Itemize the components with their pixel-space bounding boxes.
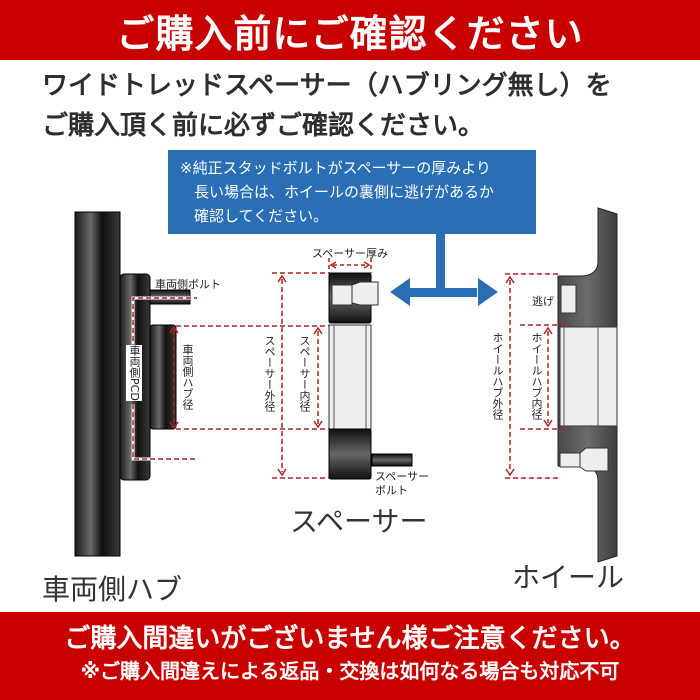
vehicle-bolt-label: 車両側ボルト <box>155 278 221 291</box>
notice-line-2: 長い場合は、ホイールの裏側に逃げがあるか <box>194 183 495 201</box>
spacer-title: スペーサー <box>290 505 428 538</box>
footer-line-2: ※ご購入間違えによる返品・交換は如何なる場合も対応不可 <box>80 659 620 683</box>
spacer-thickness-label: スペーサー厚み <box>312 247 389 260</box>
spacer-bolt-label: スペーサー ボルト <box>375 470 429 498</box>
spacer-graphic <box>328 272 413 480</box>
wheel-clearance-label: 逃げ <box>532 295 554 308</box>
vehicle-hub-diameter-label: 車両側ハブ径 <box>181 344 194 410</box>
spacer-bolt-label-line1: スペーサー <box>375 470 430 483</box>
footer-banner: ご購入間違いがございません様ご注意ください。 ※ご購入間違えによる返品・交換は如… <box>0 612 700 700</box>
header-banner: ご購入前にご確認ください <box>0 0 700 60</box>
wheel-title: ホイール <box>512 561 625 594</box>
notice-box: ※純正スタッドボルトがスペーサーの厚みより 長い場合は、ホイールの裏側に逃げがあ… <box>168 150 536 234</box>
intro-text: ワイドトレッドスペーサー（ハブリング無し）を ご購入頂く前に必ずご確認ください。 <box>42 66 612 146</box>
wheel-hub-inner-label: ホイールハブ内径 <box>530 332 543 420</box>
vehicle-pcd-label: 車両側PCD <box>126 345 142 401</box>
spacer-bolt-label-line2: ボルト <box>375 484 408 497</box>
blue-double-arrow <box>390 234 498 306</box>
intro-line-2: ご購入頂く前に必ずご確認ください。 <box>42 111 485 141</box>
header-title: ご購入前にご確認ください <box>116 11 584 56</box>
intro-line-1: ワイドトレッドスペーサー（ハブリング無し）を <box>42 71 612 101</box>
vehicle-hub-title: 車両側ハブ <box>42 573 183 606</box>
wheel-graphic <box>557 207 618 563</box>
wheel-hub-outer-label: ホイールハブ外径 <box>491 332 504 420</box>
spacer-outer-diameter-label: スペーサー外径 <box>263 335 276 412</box>
notice-line-1: ※純正スタッドボルトがスペーサーの厚みより <box>180 159 491 177</box>
footer-line-1: ご購入間違いがございません様ご注意ください。 <box>64 624 636 654</box>
spacer-inner-diameter-label: スペーサー内径 <box>298 335 311 412</box>
notice-line-3: 確認してください。 <box>194 207 329 225</box>
